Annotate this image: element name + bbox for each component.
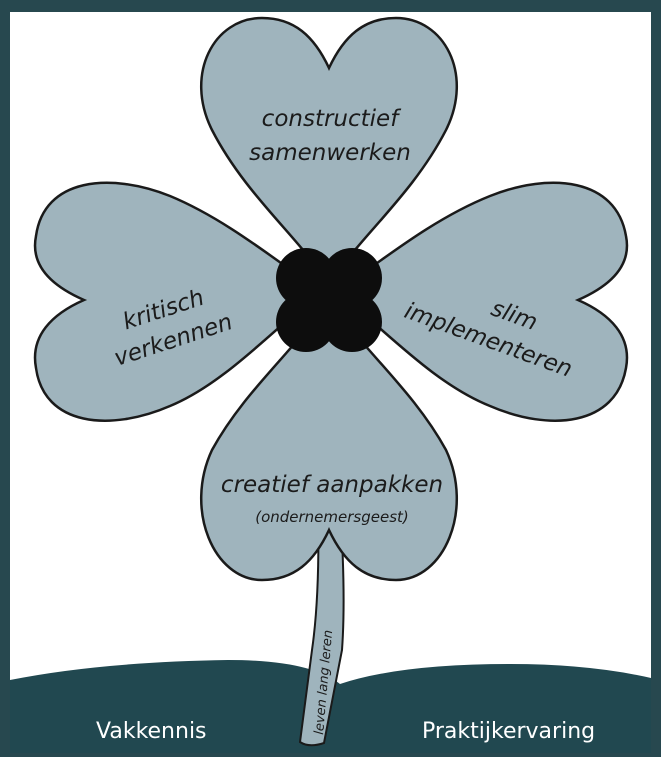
petal-top-label-line1: constructief bbox=[262, 106, 402, 132]
petal-right bbox=[333, 181, 629, 422]
petal-bottom-label-line1: creatief aanpakken bbox=[221, 472, 443, 498]
stem bbox=[298, 504, 345, 747]
clover-center bbox=[276, 248, 382, 352]
petal-bottom bbox=[200, 295, 458, 582]
ground-label-right: Praktijkervaring bbox=[422, 719, 595, 744]
petal-top-label-line2: samenwerken bbox=[249, 140, 411, 166]
petal-top bbox=[200, 16, 458, 288]
petal-left bbox=[33, 181, 325, 422]
petal-bottom-label-line2: (ondernemersgeest) bbox=[255, 508, 409, 526]
ground-label-left: Vakkennis bbox=[96, 719, 207, 744]
